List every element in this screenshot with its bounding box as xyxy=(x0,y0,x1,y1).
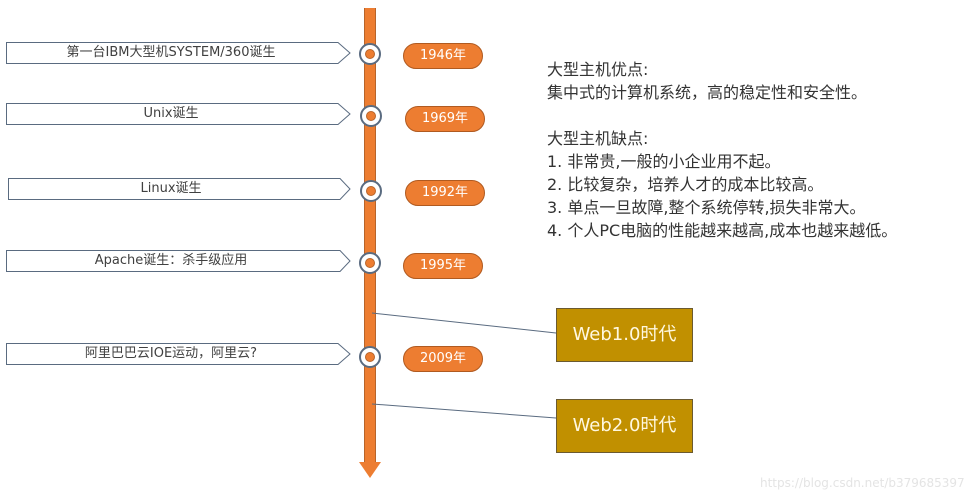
timeline-node xyxy=(359,43,381,65)
year-badge: 1995年 xyxy=(403,253,483,279)
event-label: Unix诞生 xyxy=(143,106,199,121)
year-badge: 1969年 xyxy=(405,106,485,132)
event-arrow-shape xyxy=(6,343,351,365)
timeline-node xyxy=(359,252,381,274)
era-box-web1: Web1.0时代 xyxy=(556,308,693,362)
cons-item: 3. 单点一旦故障,整个系统停转,损失非常大。 xyxy=(547,198,866,217)
timeline-node xyxy=(360,105,382,127)
event-label: Linux诞生 xyxy=(140,181,202,196)
year-badge: 2009年 xyxy=(403,346,483,372)
cons-title: 大型主机缺点: xyxy=(547,129,649,148)
cons-item: 4. 个人PC电脑的性能越来越高,成本也越来越低。 xyxy=(547,221,898,240)
cons-item: 2. 比较复杂，培养人才的成本比较高。 xyxy=(547,175,824,194)
timeline-node xyxy=(360,180,382,202)
year-badge: 1992年 xyxy=(405,180,485,206)
timeline-arrow-head xyxy=(359,462,381,478)
connector-web2 xyxy=(371,403,557,419)
cons-item: 1. 非常贵,一般的小企业用不起。 xyxy=(547,152,781,171)
pros-title: 大型主机优点: xyxy=(547,60,649,79)
event-label: 第一台IBM大型机SYSTEM/360诞生 xyxy=(66,45,276,60)
connector-web1 xyxy=(371,312,557,334)
year-badge: 1946年 xyxy=(403,43,483,69)
watermark: https://blog.csdn.net/b379685397 xyxy=(760,476,965,490)
pros-text: 集中式的计算机系统，高的稳定性和安全性。 xyxy=(547,83,868,102)
event-label: Apache诞生：杀手级应用 xyxy=(94,253,248,268)
event-label: 阿里巴巴云IOE运动，阿里云? xyxy=(84,346,258,361)
mainframe-notes: 大型主机优点: 集中式的计算机系统，高的稳定性和安全性。 大型主机缺点: 1. … xyxy=(547,58,897,242)
era-box-web2: Web2.0时代 xyxy=(556,399,693,453)
event-arrow-shape xyxy=(6,103,351,125)
timeline-node xyxy=(359,346,381,368)
event-arrow-shape xyxy=(6,250,351,272)
event-arrow-shape xyxy=(8,178,351,200)
event-arrow-shape xyxy=(6,42,351,64)
